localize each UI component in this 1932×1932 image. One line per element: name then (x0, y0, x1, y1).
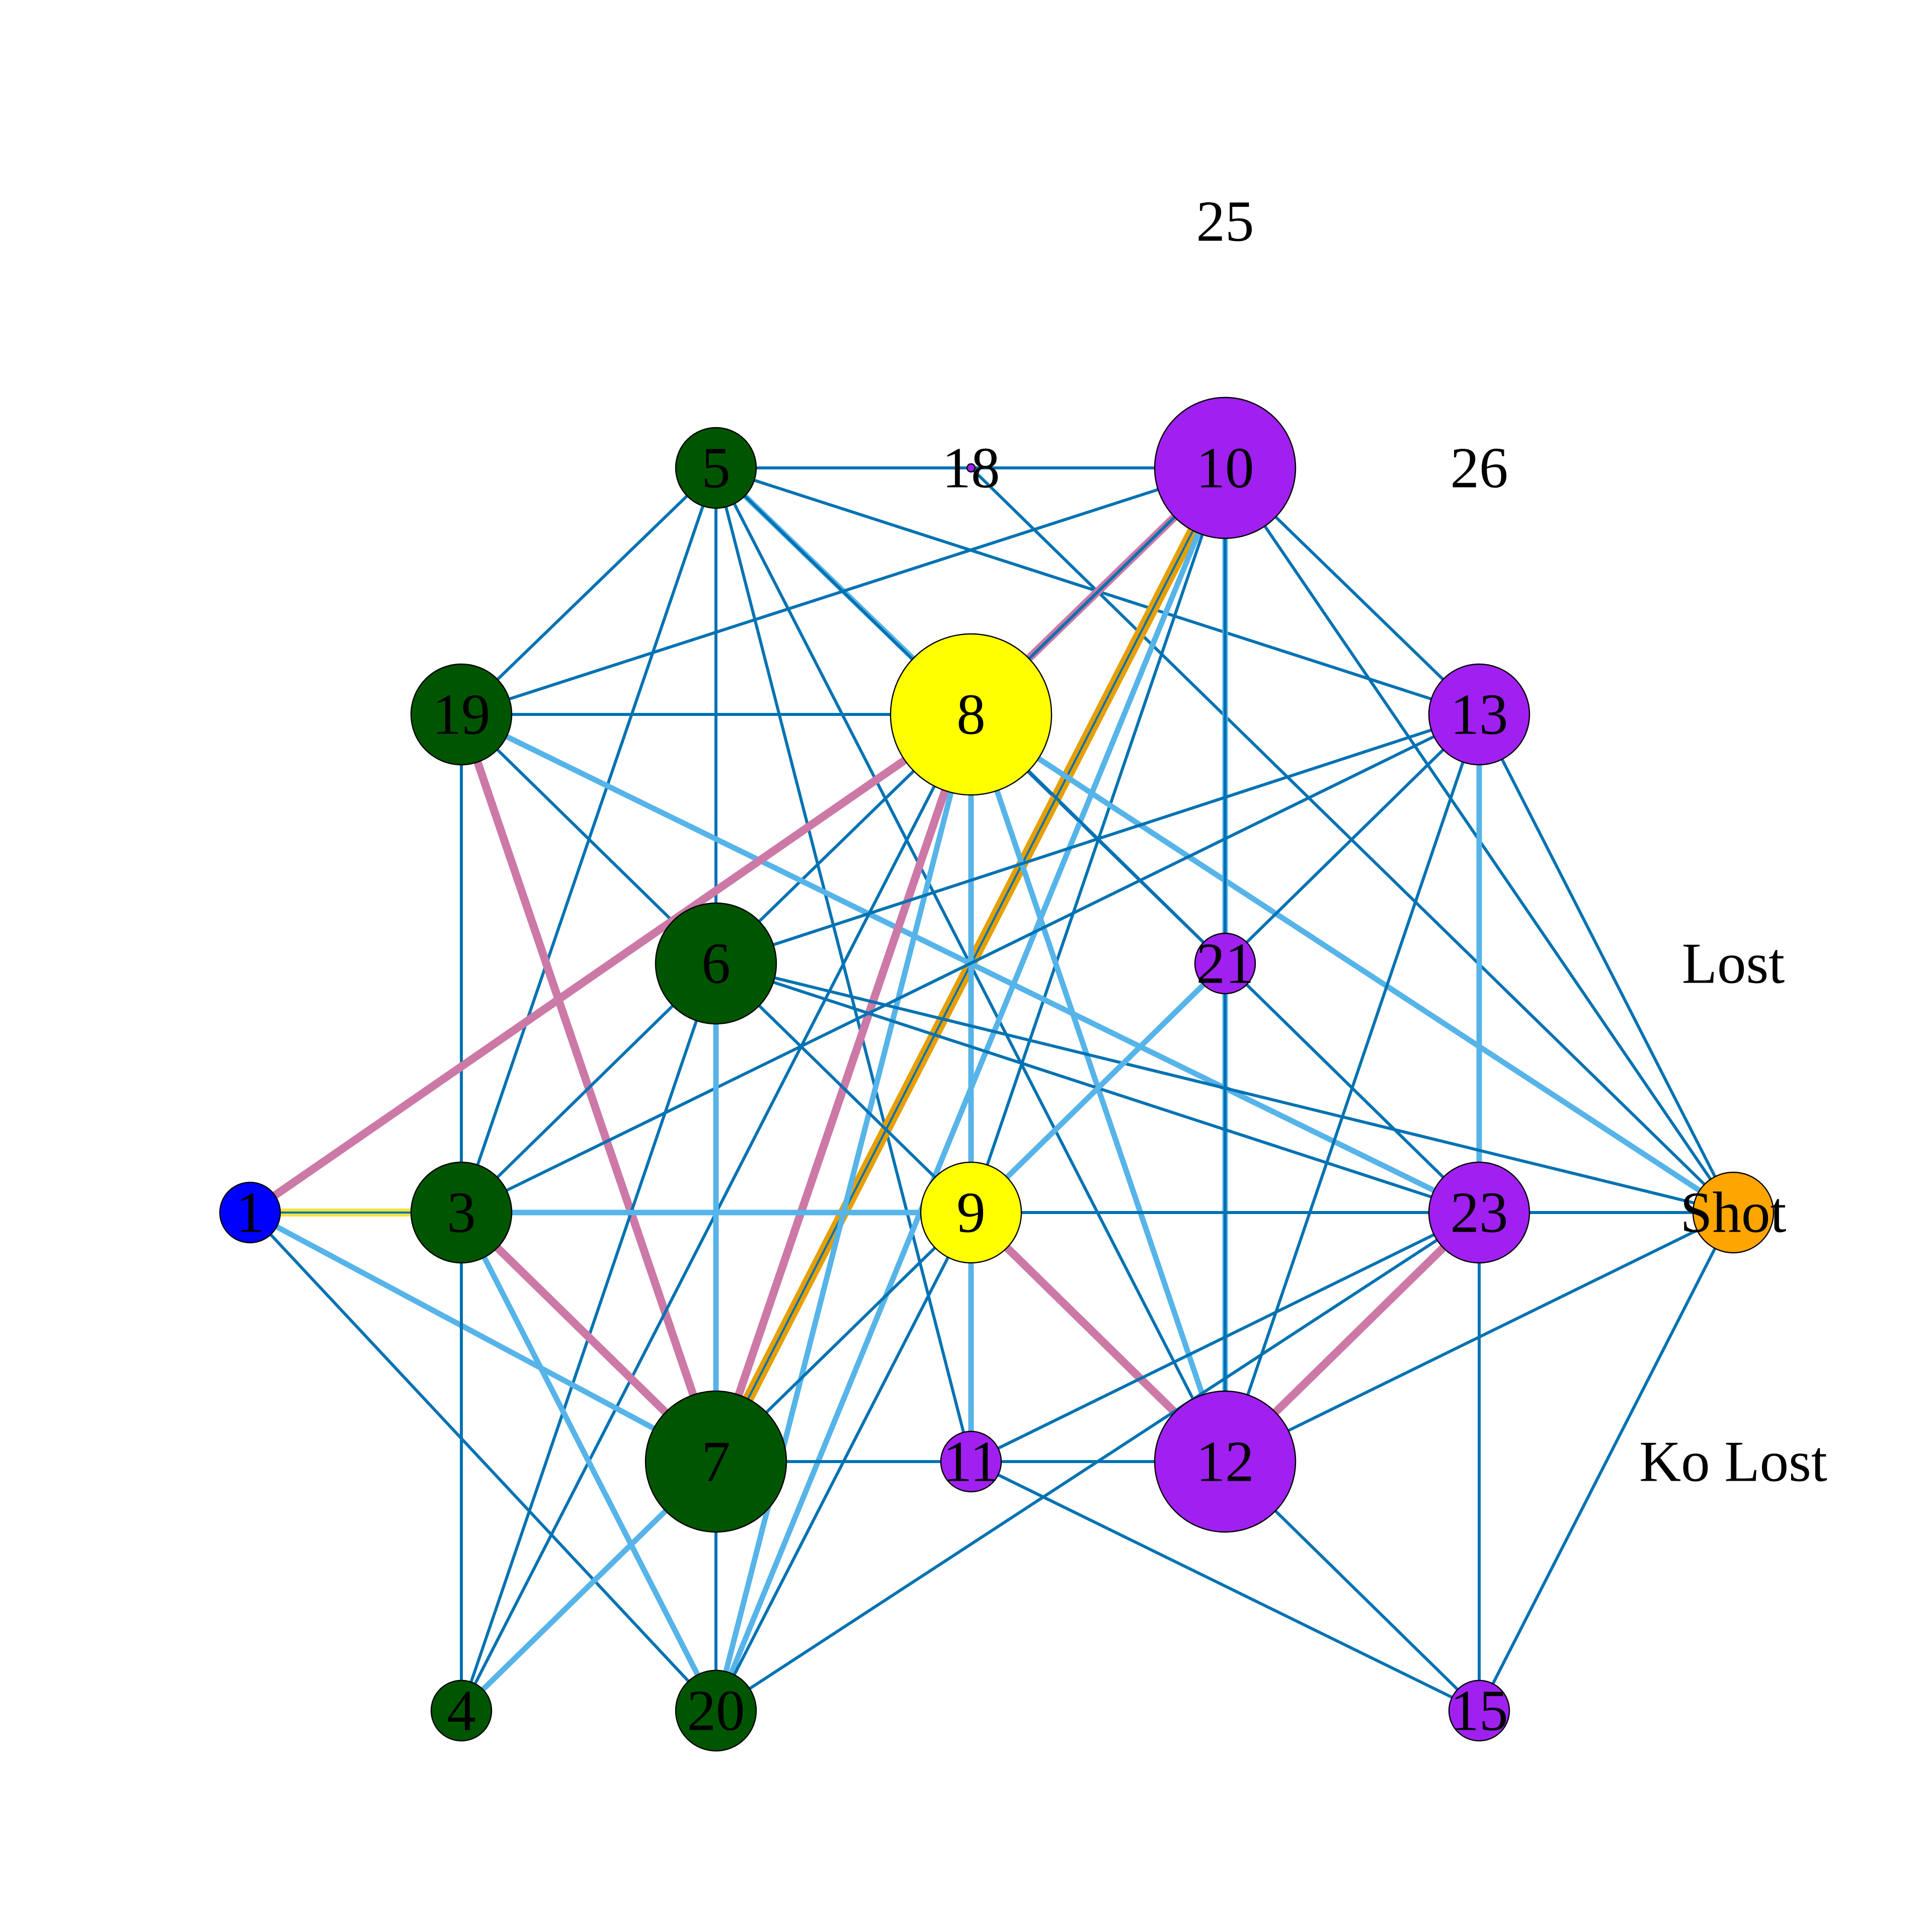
node-23: 23 (1428, 1161, 1531, 1264)
node-circle-12 (1154, 1390, 1297, 1533)
node-label-lost: Lost (1682, 932, 1785, 996)
node-circle-6 (655, 902, 777, 1025)
node-circle-4 (430, 1679, 493, 1742)
node-13: 13 (1428, 663, 1531, 766)
node-10: 10 (1154, 396, 1297, 539)
node-circle-1 (219, 1181, 281, 1244)
node-circle-18 (966, 463, 976, 473)
node-label-23: 23 (1451, 1181, 1508, 1245)
node-21: 21 (1194, 932, 1256, 996)
node-circle-13 (1428, 663, 1531, 766)
node-circle-10 (1154, 396, 1297, 539)
node-label-26: 26 (1451, 436, 1508, 500)
edge-5-19 (460, 466, 717, 716)
node-label-3: 3 (447, 1181, 476, 1245)
node-shot: Shot (1680, 1171, 1787, 1254)
node-label-18: 18 (942, 436, 1000, 500)
node-18: 18 (942, 436, 1000, 500)
edge-Shot-12 (1224, 1211, 1735, 1463)
node-3: 3 (410, 1161, 513, 1264)
node-25: 25 (1196, 190, 1254, 254)
edge-10-19 (460, 466, 1227, 716)
edges-layer (246, 462, 1736, 1714)
node-label-11: 11 (943, 1430, 999, 1494)
node-1: 1 (219, 1181, 281, 1245)
node-circle-3 (410, 1161, 513, 1264)
edge-13-Shot (1478, 713, 1735, 1214)
node-7: 7 (645, 1390, 787, 1533)
node-circle-23 (1428, 1161, 1531, 1264)
node-6: 6 (655, 902, 777, 1025)
edge-13-6 (714, 713, 1481, 965)
node-circle-5 (675, 427, 757, 509)
node-circle-9 (920, 1161, 1022, 1264)
node-label-4: 4 (447, 1679, 476, 1743)
node-19: 19 (410, 663, 513, 766)
node-label-12: 12 (1196, 1430, 1254, 1494)
node-kolost: Ko Lost (1639, 1430, 1827, 1494)
node-label-13: 13 (1451, 683, 1508, 747)
node-8: 8 (890, 633, 1053, 796)
edge-1-20 (249, 1211, 717, 1712)
node-label-shot: Shot (1680, 1181, 1787, 1245)
node-11: 11 (940, 1430, 1002, 1494)
node-26: 26 (1451, 436, 1508, 500)
node-label-9: 9 (956, 1181, 986, 1245)
node-label-21: 21 (1196, 932, 1254, 996)
node-label-8: 8 (956, 683, 986, 747)
node-12: 12 (1154, 1390, 1297, 1533)
node-circle-11 (940, 1430, 1002, 1493)
node-label-kolost: Ko Lost (1639, 1430, 1827, 1494)
node-circle-shot (1692, 1171, 1775, 1254)
edge-3-20 (458, 1210, 719, 1714)
edge-13-3 (460, 713, 1481, 1214)
edge-21-23 (1224, 962, 1481, 1214)
edge-11-15 (970, 1460, 1481, 1712)
node-label-20: 20 (687, 1679, 745, 1743)
node-20: 20 (675, 1669, 757, 1752)
node-15: 15 (1448, 1679, 1510, 1743)
node-4: 4 (430, 1679, 493, 1743)
node-label-6: 6 (701, 932, 731, 996)
edge-Shot-15 (1478, 1211, 1735, 1712)
edge-21-9 (968, 960, 1228, 1216)
node-label-15: 15 (1451, 1679, 1508, 1743)
node-label-25: 25 (1196, 190, 1254, 254)
node-circle-7 (645, 1390, 787, 1533)
node-circle-8 (890, 633, 1053, 796)
node-circle-19 (410, 663, 513, 766)
edge-13-21 (1224, 713, 1481, 965)
node-circle-15 (1448, 1679, 1510, 1742)
node-label-19: 19 (433, 683, 491, 747)
node-label-5: 5 (701, 436, 731, 500)
node-circle-20 (675, 1669, 757, 1752)
edge-8-1 (246, 710, 975, 1217)
node-5: 5 (675, 427, 757, 509)
node-circle-21 (1194, 932, 1256, 995)
node-lost: Lost (1682, 932, 1785, 996)
node-label-10: 10 (1196, 436, 1254, 500)
node-label-1: 1 (235, 1181, 265, 1245)
node-9: 9 (920, 1161, 1022, 1264)
node-label-7: 7 (701, 1430, 731, 1494)
edge-8-Shot (968, 711, 1736, 1216)
edge-1-7 (247, 1210, 719, 1465)
